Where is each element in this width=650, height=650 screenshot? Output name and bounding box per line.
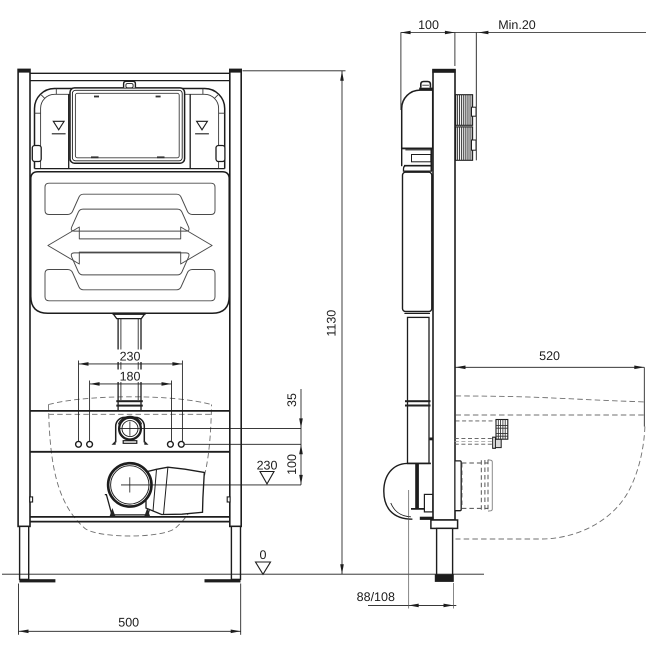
svg-text:35: 35 [285,393,299,407]
svg-text:88/108: 88/108 [357,590,395,604]
svg-text:0: 0 [260,548,267,562]
svg-text:500: 500 [118,616,139,630]
svg-text:230: 230 [120,349,141,363]
svg-text:1130: 1130 [325,310,339,337]
svg-text:520: 520 [539,349,560,363]
svg-text:180: 180 [120,369,141,383]
svg-text:Min.20: Min.20 [498,18,536,32]
svg-text:100: 100 [285,454,299,475]
svg-text:100: 100 [418,18,439,32]
svg-text:230: 230 [257,458,278,472]
